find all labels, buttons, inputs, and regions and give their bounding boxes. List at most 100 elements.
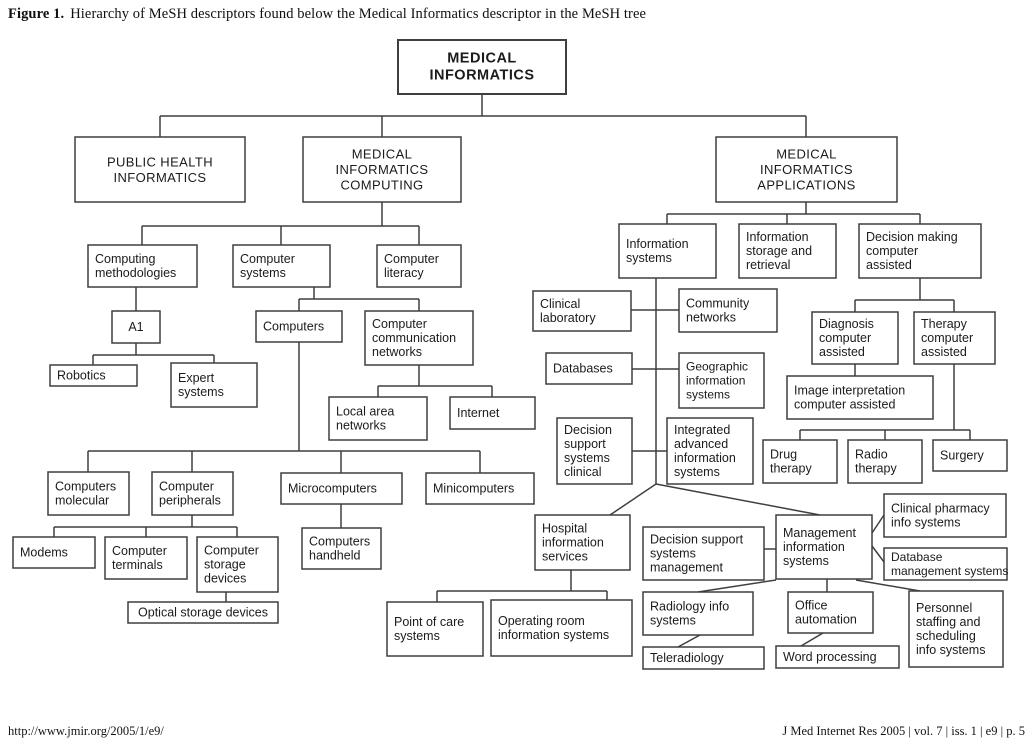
node-box (545, 352, 633, 385)
node-box (642, 646, 765, 670)
node-box (280, 472, 403, 505)
node-box (908, 590, 1004, 668)
node-box (847, 439, 923, 484)
node-modems: Modems (12, 536, 96, 569)
node-surgery: Surgery (932, 439, 1008, 472)
node-box (364, 310, 474, 366)
node-box (232, 244, 331, 288)
node-box (449, 396, 536, 430)
node-label: Minicomputers (433, 482, 514, 496)
node-teleradiology: Teleradiology (642, 646, 765, 670)
node-box (883, 547, 1008, 581)
node-computers: Computers (255, 310, 343, 343)
node-box (104, 536, 188, 580)
node-microcomputers: Microcomputers (280, 472, 403, 505)
footer-citation: J Med Internet Res 2005 | vol. 7 | iss. … (782, 724, 1025, 738)
node-box (490, 599, 633, 657)
node-box (913, 311, 996, 365)
node-label: Optical storage devices (138, 606, 268, 620)
connector-line (697, 579, 777, 593)
node-box (302, 136, 462, 203)
connector-line (855, 579, 921, 592)
node-box (556, 417, 633, 485)
node-box (47, 471, 130, 516)
connector-line (609, 483, 657, 516)
node-box (678, 288, 778, 333)
node-label: Surgery (940, 449, 985, 463)
node-box (301, 527, 382, 570)
node-label: Microcomputers (288, 482, 377, 496)
node-databases: Databases (545, 352, 633, 385)
node-label: Teleradiology (650, 651, 724, 665)
node-box (883, 493, 1007, 538)
node-box (170, 362, 258, 408)
node-box (376, 244, 462, 288)
node-label: Word processing (783, 650, 877, 664)
node-minicomputers: Minicomputers (425, 472, 535, 505)
node-box (642, 591, 754, 636)
node-box (786, 375, 934, 420)
node-label: Internet (457, 406, 500, 420)
node-box (255, 310, 343, 343)
footer-url: http://www.jmir.org/2005/1/e9/ (8, 724, 164, 738)
node-box (738, 223, 837, 279)
connector-line (677, 634, 701, 648)
connector-line (871, 545, 885, 563)
connector-line (871, 514, 885, 534)
node-box (775, 645, 900, 669)
node-box (532, 290, 632, 332)
node-box (74, 136, 246, 203)
figure-caption-text: Hierarchy of MeSH descriptors found belo… (70, 6, 647, 22)
node-box (425, 472, 535, 505)
node-box (12, 536, 96, 569)
node-box (642, 526, 765, 581)
